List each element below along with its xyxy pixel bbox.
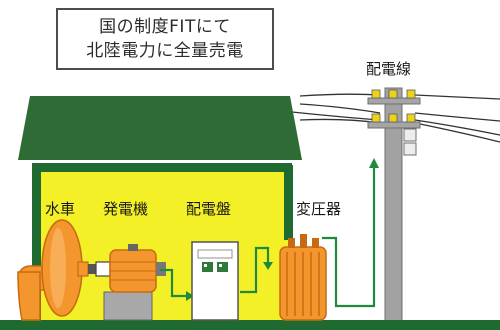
label-generator: 発電機 — [103, 200, 149, 218]
arrow-head-transformer — [263, 262, 273, 270]
caption-line-1: 国の制度FITにて — [99, 17, 231, 37]
distribution-wires — [291, 93, 500, 143]
fit-caption-box: 国の制度FITにて 北陸電力に全量売電 — [56, 8, 274, 70]
transformer — [279, 234, 327, 321]
arrow-switchboard-to-transformer — [240, 246, 270, 294]
label-transformer: 変圧器 — [296, 200, 342, 218]
building-frame-top — [32, 163, 292, 172]
ground — [0, 320, 500, 330]
label-switchboard: 配電盤 — [186, 200, 232, 218]
utility-pole — [367, 87, 421, 330]
generator — [103, 244, 166, 321]
label-water-wheel: 水車 — [45, 200, 76, 218]
caption-line-2: 北陸電力に全量売電 — [86, 41, 244, 61]
label-distribution-line: 配電線 — [366, 60, 412, 78]
arrow-head-switchboard — [186, 291, 194, 301]
arrow-generator-to-switchboard — [160, 268, 186, 298]
arrow-head-line — [369, 158, 379, 168]
switchboard — [191, 241, 239, 321]
water-wheel — [17, 219, 111, 321]
arrow-transformer-to-line — [322, 168, 376, 308]
building-frame-right — [284, 165, 293, 240]
insulators — [371, 89, 416, 123]
building-frame-left — [32, 165, 41, 330]
roof — [18, 96, 302, 160]
